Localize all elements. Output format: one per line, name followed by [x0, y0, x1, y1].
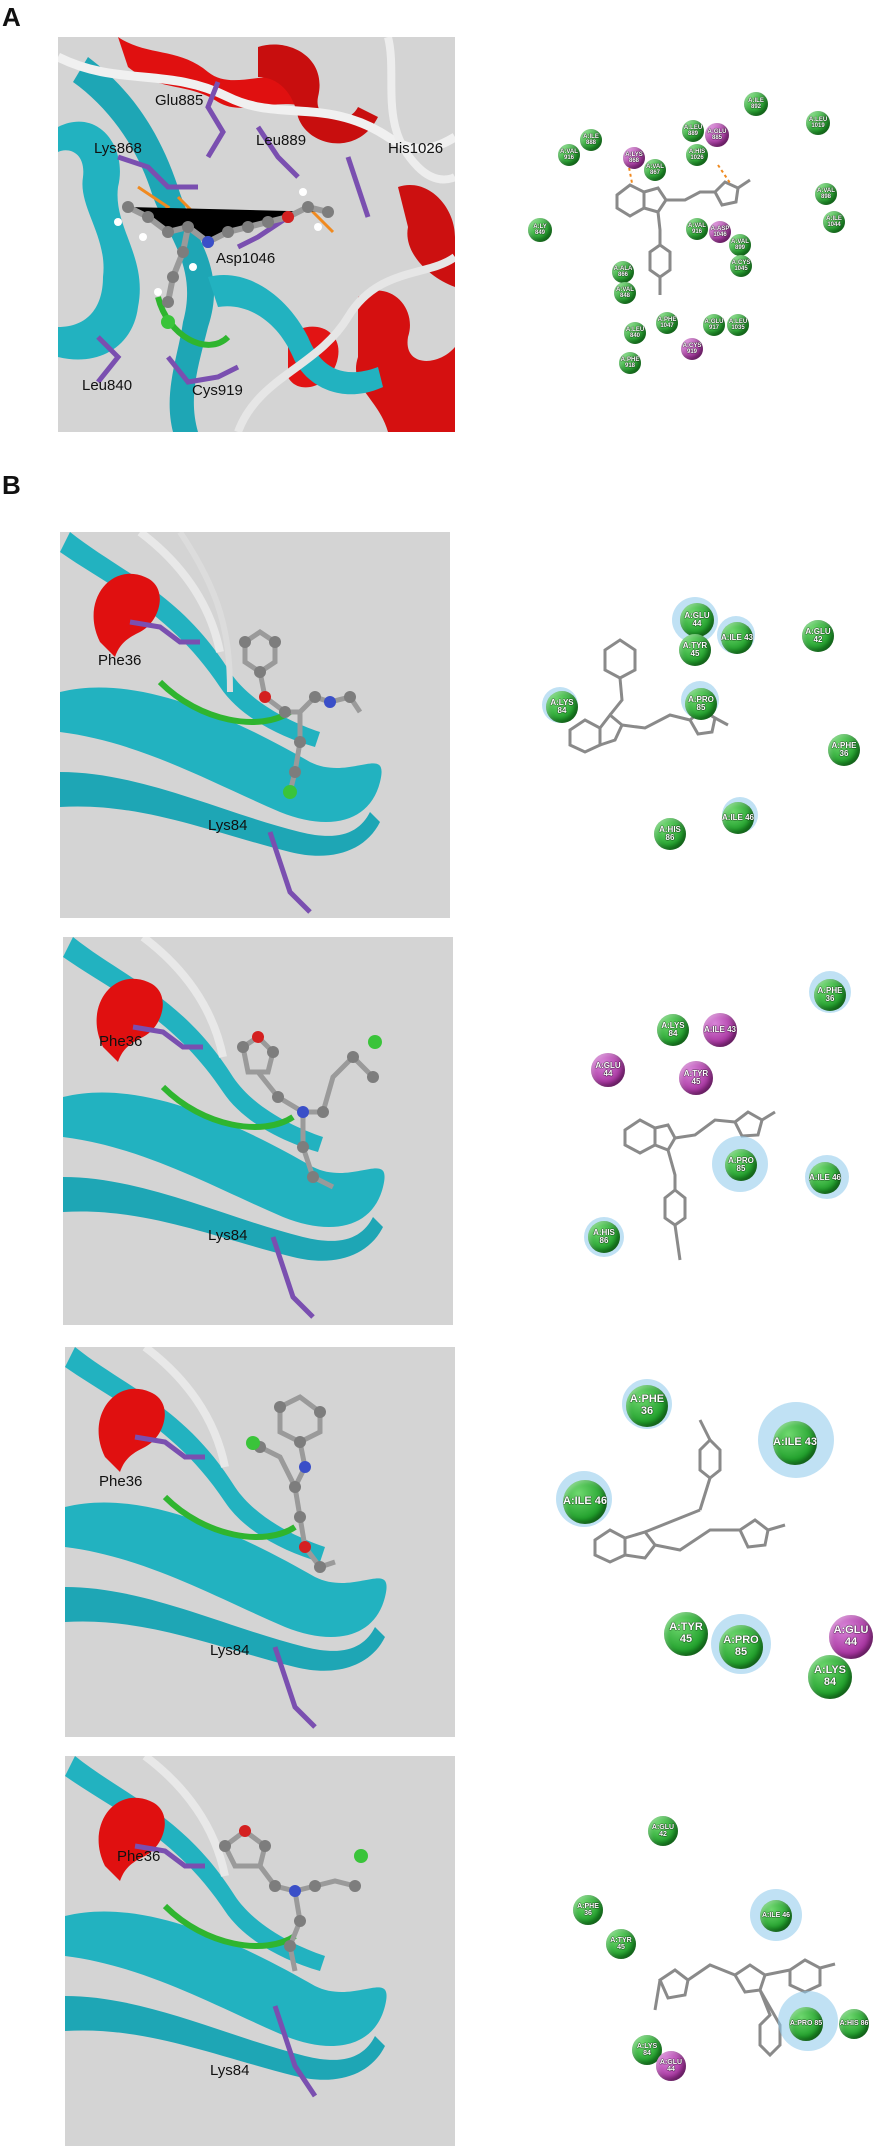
residue-bubble: A:CYS 919 [681, 338, 703, 360]
ligand-2d-a [615, 161, 751, 295]
residue-bubble: A:LEU 1019 [806, 111, 830, 135]
residue-label-leu840: Leu840 [82, 377, 133, 394]
residue-label-lys868: Lys868 [94, 140, 142, 157]
panel-b2-structure: Phe36 Lys84 [63, 937, 453, 1325]
residue-label-phe36: Phe36 [117, 1848, 161, 1865]
residue-bubble: A:PRO 85 [719, 1625, 763, 1669]
residue-bubble: A:ILE 43 [703, 1013, 737, 1047]
residue-bubble: A:PRO 85 [685, 688, 717, 720]
residue-bubble: A:HIS 86 [654, 818, 686, 850]
residue-bubble: A:ILE 892 [744, 92, 768, 116]
residue-bubble: A:LY 849 [528, 218, 552, 242]
helix-ribbon [118, 37, 308, 108]
panel-b4-structure: Phe36 Lys84 [65, 1756, 455, 2146]
ligand-2d-b4 [653, 1958, 836, 2058]
residue-bubble: A:LYS 84 [546, 691, 578, 723]
residue-bubble: A:PHE 1047 [656, 312, 678, 334]
residue-bubble: A:TYR 45 [664, 1612, 708, 1656]
ligand-model [114, 188, 334, 329]
residue-bubble: A:PRO 85 [725, 1149, 757, 1181]
residue-bubble: A:ASP 1046 [709, 221, 731, 243]
panel-label-a: A [2, 2, 21, 32]
residue-bubble: A:HIS 1026 [686, 144, 708, 166]
residue-label-phe36: Phe36 [99, 1033, 143, 1050]
residue-bubble: A:LYS 84 [808, 1655, 852, 1699]
residue-label-cys919: Cys919 [192, 382, 243, 399]
residue-label-lys84: Lys84 [210, 1642, 250, 1659]
residue-bubble: A:VAL 899 [729, 234, 751, 256]
residue-bubble: A:VAL 867 [644, 159, 666, 181]
residue-bubble: A:GLU 917 [703, 314, 725, 336]
panel-b4-ribbons [65, 1756, 387, 2098]
residue-bubble: A:TYR 45 [679, 1061, 713, 1095]
residue-bubble: A:ILE 46 [760, 1900, 792, 1932]
residue-bubble: A:ILE 46 [563, 1480, 607, 1524]
residue-label-phe36: Phe36 [98, 652, 142, 669]
residue-bubble: A:PHE 918 [619, 352, 641, 374]
panel-b1-structure: Phe36 Lys84 [60, 532, 450, 918]
residue-label-phe36: Phe36 [99, 1473, 143, 1490]
residue-bubble: A:ILE 1044 [823, 211, 845, 233]
residue-sticks [96, 81, 371, 385]
sheet-ribbon [58, 121, 140, 360]
helix-ribbon [355, 290, 455, 432]
residue-bubble: A:PHE 36 [828, 734, 860, 766]
panel-b2-ribbons [63, 937, 385, 1319]
ligand-2d-b3 [593, 1419, 786, 1564]
residue-bubble: A:LYS 868 [623, 147, 645, 169]
residue-bubble: A:GLU 42 [802, 620, 834, 652]
residue-bubble: A:PRO 85 [789, 2007, 823, 2041]
residue-bubble: A:LYS 84 [657, 1014, 689, 1046]
loop-ribbon [58, 52, 455, 154]
residue-label-leu889: Leu889 [256, 132, 307, 149]
panel-b3-structure: Phe36 Lys84 [65, 1347, 455, 1737]
residue-bubble: A:ILE 43 [721, 622, 753, 654]
residue-bubble: A:TYR 45 [606, 1929, 636, 1959]
panel-a-structure: Glu885 Lys868 Leu889 His1026 Asp1046 Leu… [58, 37, 455, 432]
sheet-ribbon [208, 275, 383, 395]
residue-bubble: A:GLU 44 [656, 2051, 686, 2081]
residue-bubble: A:GLU 42 [648, 1816, 678, 1846]
residue-label-his1026: His1026 [388, 140, 444, 157]
residue-bubble: A:LEU 840 [624, 322, 646, 344]
residue-bubble: A:PHE 36 [814, 979, 846, 1011]
residue-bubble: A:ILE 46 [722, 802, 754, 834]
residue-bubble: A:LEU 1035 [727, 314, 749, 336]
residue-bubble: A:PHE 36 [626, 1385, 668, 1427]
residue-bubble: A:ILE 43 [773, 1421, 817, 1465]
panel-b3-ribbons [65, 1347, 387, 1729]
residue-bubble: A:GLU 44 [680, 603, 714, 637]
ligand-2d-b1 [568, 638, 729, 754]
panel-b1-ribbons [60, 532, 382, 914]
panel-label-b: B [2, 470, 21, 500]
residue-bubble: A:VAL 916 [558, 144, 580, 166]
residue-label-lys84: Lys84 [208, 817, 248, 834]
residue-bubble: A:VAL 848 [614, 282, 636, 304]
residue-bubble: A:ILE 888 [580, 129, 602, 151]
residue-bubble: A:GLU 885 [705, 123, 729, 147]
loop-ribbon [155, 296, 231, 348]
residue-bubble: A:ALA 866 [612, 261, 634, 283]
ligand-2d-b2 [623, 1110, 776, 1261]
residue-bubble: A:VAL 898 [815, 183, 837, 205]
residue-label-asp1046: Asp1046 [216, 250, 276, 267]
loop-ribbon [234, 253, 455, 432]
residue-bubble: A:HIS 86 [839, 2009, 869, 2039]
panel-a-interaction-map [520, 80, 860, 400]
residue-label-lys84: Lys84 [210, 2062, 250, 2079]
residue-bubble: A:PHE 36 [573, 1895, 603, 1925]
residue-bubble: A:VAL 916 [686, 218, 708, 240]
residue-bubble: A:LEU 889 [682, 120, 704, 142]
residue-bubble: A:ILE 46 [809, 1162, 841, 1194]
residue-label-lys84: Lys84 [208, 1227, 248, 1244]
residue-bubble: A:CYS 1045 [730, 255, 752, 277]
residue-bubble: A:HIS 86 [588, 1221, 620, 1253]
residue-label-glu885: Glu885 [155, 92, 204, 109]
residue-bubble: A:GLU 44 [829, 1615, 873, 1659]
loop-ribbon [384, 37, 455, 184]
residue-bubble: A:TYR 45 [679, 634, 711, 666]
sheet-ribbon [73, 57, 215, 432]
panel-a-ribbons [58, 37, 455, 432]
residue-bubble: A:GLU 44 [591, 1053, 625, 1087]
